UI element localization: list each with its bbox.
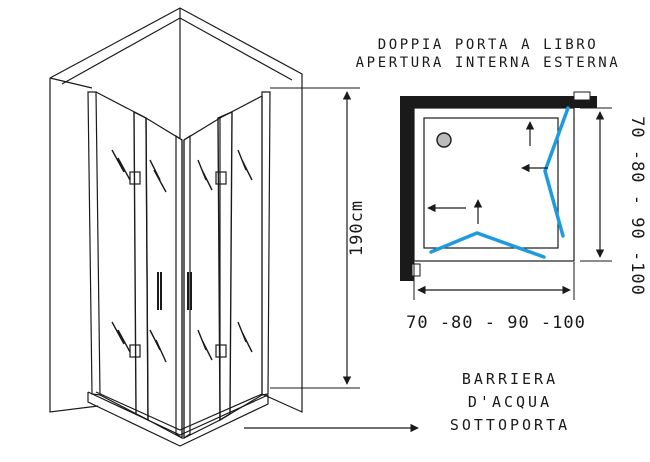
hinge-post-front — [411, 263, 421, 277]
perspective-view — [49, 7, 303, 447]
top-view: 70 -80 - 90 -100 70 -80 - 90 -100 — [400, 91, 647, 333]
glass-reflections — [111, 149, 253, 363]
front-door-swing — [429, 231, 546, 259]
note-line-2: D'ACQUA — [468, 393, 552, 411]
tray-outer — [413, 107, 575, 262]
width-options-label: 70 -80 - 90 -100 — [406, 313, 586, 333]
shower-tray — [87, 391, 269, 447]
water-barrier-note: BARRIERA D'ACQUA SOTTOPORTA — [244, 370, 570, 434]
right-door — [183, 91, 271, 440]
note-line-3: SOTTOPORTA — [450, 416, 570, 434]
title-line-1: DOPPIA PORTA A LIBRO — [378, 37, 599, 53]
width-dimension — [413, 262, 575, 300]
depth-options-label: 70 -80 - 90 -100 — [627, 116, 647, 296]
left-door — [87, 91, 183, 440]
hinge-post-right — [573, 91, 591, 101]
right-door-swing — [543, 106, 570, 238]
note-line-1: BARRIERA — [462, 370, 558, 388]
wall-outline — [400, 96, 597, 281]
drain-icon — [436, 132, 452, 148]
depth-dimension — [580, 107, 612, 262]
height-dimension: 190cm — [270, 87, 367, 389]
title-line-2: APERTURA INTERNA ESTERNA — [356, 55, 621, 71]
tray-inner — [423, 117, 559, 249]
opening-arrows — [427, 121, 548, 224]
height-label: 190cm — [347, 200, 367, 256]
corner-walls — [49, 7, 303, 413]
title: DOPPIA PORTA A LIBRO APERTURA INTERNA ES… — [356, 37, 621, 71]
